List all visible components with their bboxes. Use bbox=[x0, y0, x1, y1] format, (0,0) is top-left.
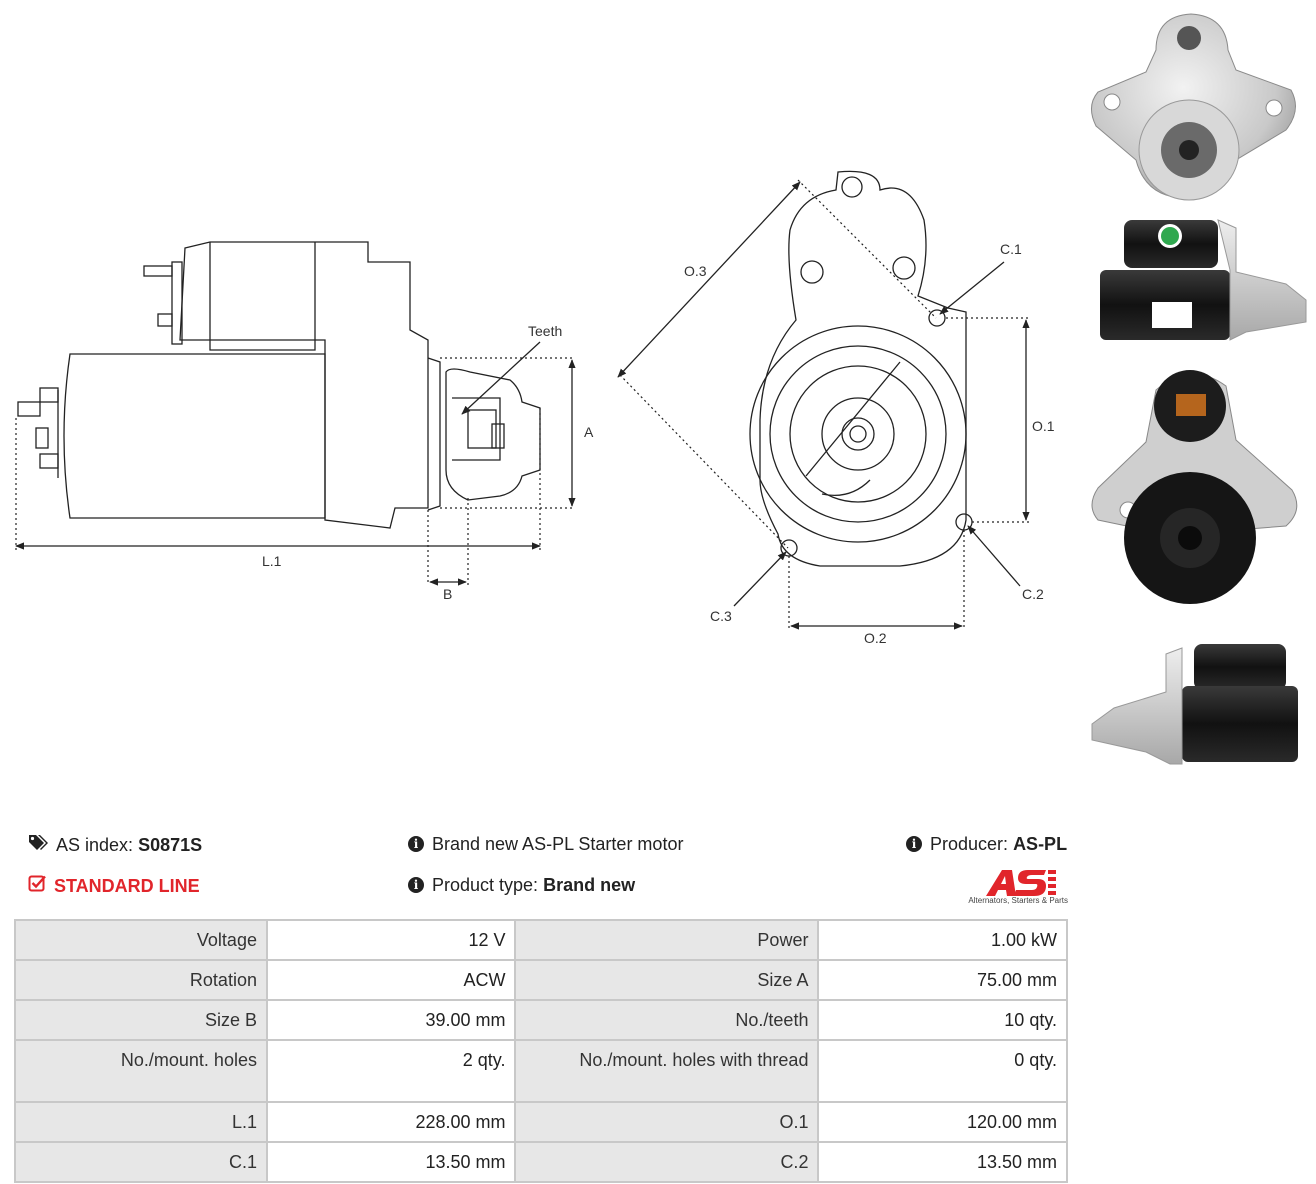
label-c2: C.2 bbox=[1022, 586, 1044, 602]
tags-icon bbox=[28, 833, 48, 856]
spec-value: 12 V bbox=[265, 919, 517, 961]
check-square-icon bbox=[28, 874, 46, 897]
spec-key: C.2 bbox=[514, 1141, 820, 1183]
spec-key: C.1 bbox=[14, 1141, 268, 1183]
spec-value: 13.50 mm bbox=[817, 1141, 1068, 1183]
spec-value: 75.00 mm bbox=[817, 959, 1068, 1001]
label-o2: O.2 bbox=[864, 630, 887, 646]
spec-key: No./mount. holes with thread bbox=[514, 1039, 820, 1103]
spec-value: 0 qty. bbox=[817, 1039, 1068, 1103]
technical-drawing: Teeth A L.1 B O.1 O.2 O.3 C.1 C.2 C.3 bbox=[15, 170, 1055, 646]
producer: i Producer: AS-PL bbox=[906, 833, 1067, 855]
logo-tagline: Alternators, Starters & Parts bbox=[968, 896, 1068, 905]
spec-key: Power bbox=[514, 919, 820, 961]
label-b: B bbox=[443, 586, 452, 602]
as-index: AS index: S0871S bbox=[28, 833, 202, 856]
spec-value: 228.00 mm bbox=[265, 1101, 517, 1143]
product-type: i Product type: Brand new bbox=[408, 874, 635, 896]
photo-side-view-reverse bbox=[1091, 644, 1298, 765]
as-index-value: S0871S bbox=[138, 834, 203, 855]
info-icon: i bbox=[408, 877, 424, 893]
description: i Brand new AS-PL Starter motor bbox=[408, 833, 683, 855]
producer-label: Producer: bbox=[930, 834, 1009, 854]
spec-key: Size A bbox=[514, 959, 820, 1001]
info-icon: i bbox=[906, 836, 922, 852]
spec-key: Voltage bbox=[14, 919, 268, 961]
standard-line-text: STANDARD LINE bbox=[54, 875, 200, 896]
spec-value: 13.50 mm bbox=[265, 1141, 517, 1183]
table-row: C.1 13.50 mm C.2 13.50 mm bbox=[14, 1141, 1068, 1183]
product-type-label: Product type: bbox=[432, 875, 539, 895]
producer-value: AS-PL bbox=[1013, 834, 1068, 854]
table-row: L.1 228.00 mm O.1 120.00 mm bbox=[14, 1101, 1068, 1143]
spec-key: Rotation bbox=[14, 959, 268, 1001]
table-row: Voltage 12 V Power 1.00 kW bbox=[14, 919, 1068, 961]
spec-table: Voltage 12 V Power 1.00 kW Rotation ACW … bbox=[14, 919, 1068, 1183]
label-l1: L.1 bbox=[262, 553, 282, 569]
table-row: Rotation ACW Size A 75.00 mm bbox=[14, 959, 1068, 1001]
label-o1: O.1 bbox=[1032, 418, 1055, 434]
info-icon: i bbox=[408, 836, 424, 852]
spec-value: 10 qty. bbox=[817, 999, 1068, 1041]
label-c1: C.1 bbox=[1000, 241, 1022, 257]
label-a: A bbox=[584, 424, 594, 440]
photo-side-view bbox=[1100, 219, 1307, 341]
product-type-value: Brand new bbox=[543, 875, 636, 895]
spec-value: ACW bbox=[265, 959, 517, 1001]
label-teeth: Teeth bbox=[528, 323, 562, 339]
spec-key: O.1 bbox=[514, 1101, 820, 1143]
as-logo bbox=[986, 870, 1056, 896]
spec-value: 2 qty. bbox=[265, 1039, 517, 1103]
table-row: No./mount. holes 2 qty. No./mount. holes… bbox=[14, 1039, 1068, 1103]
spec-key: Size B bbox=[14, 999, 268, 1041]
standard-line: STANDARD LINE bbox=[28, 874, 200, 897]
label-o3: O.3 bbox=[684, 263, 707, 279]
spec-value: 1.00 kW bbox=[817, 919, 1068, 961]
spec-value: 120.00 mm bbox=[817, 1101, 1068, 1143]
photo-front-view bbox=[1091, 13, 1296, 201]
spec-value: 39.00 mm bbox=[265, 999, 517, 1041]
photo-rear-view bbox=[1091, 370, 1298, 604]
as-index-label: AS index: bbox=[56, 834, 134, 855]
label-c3: C.3 bbox=[710, 608, 732, 624]
spec-key: No./mount. holes bbox=[14, 1039, 268, 1103]
product-photos bbox=[1086, 0, 1316, 790]
spec-key: No./teeth bbox=[514, 999, 820, 1041]
spec-key: L.1 bbox=[14, 1101, 268, 1143]
table-row: Size B 39.00 mm No./teeth 10 qty. bbox=[14, 999, 1068, 1041]
description-text: Brand new AS-PL Starter motor bbox=[432, 834, 684, 854]
